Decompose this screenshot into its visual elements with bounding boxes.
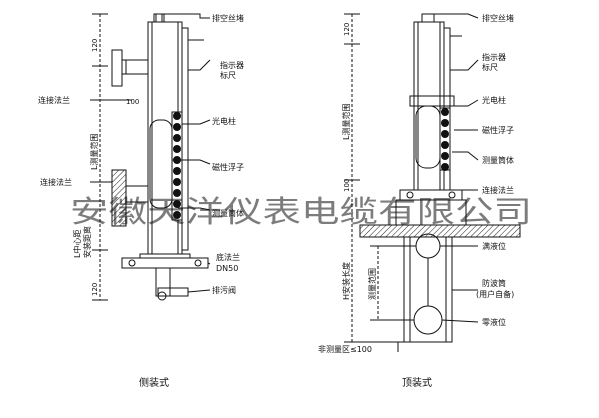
- top-indicator-label: 指示器: [482, 52, 506, 62]
- side-drain-label: 排污阀: [212, 285, 236, 295]
- guard-tube-label: 防波筒: [482, 278, 506, 288]
- side-dim-small: 100: [126, 98, 139, 106]
- side-tube-label: 测量筒体: [212, 208, 244, 218]
- side-dim-center: L中心距: [72, 230, 82, 258]
- watermark-text: 安徽天洋仪表电缆有限公司: [70, 195, 532, 230]
- blind-zone-label: 非测量区≤100: [318, 344, 372, 354]
- top-photoelectric-column: [439, 107, 451, 171]
- photoelectric-beads: [173, 112, 181, 219]
- top-dim-range2: 测量范围: [367, 268, 377, 300]
- top-mount-drawing: [344, 13, 521, 352]
- top-conn-flange-label: 连接法兰: [482, 185, 514, 195]
- side-mount-drawing: [90, 13, 211, 301]
- side-dim-range: L测量范围: [89, 134, 99, 170]
- side-photo-column-label: 光电柱: [212, 116, 236, 126]
- side-mount-caption: 侧装式: [139, 376, 169, 389]
- side-dim-bottom: 120: [91, 283, 99, 296]
- top-mount-caption: 顶装式: [402, 376, 432, 389]
- side-dn50-label: DN50: [216, 264, 238, 273]
- side-conn-flange-mid-label: 连接法兰: [40, 177, 72, 187]
- top-vent-plug: [421, 13, 435, 23]
- top-dim-top: 120: [343, 23, 351, 36]
- side-indicator-label: 指示器: [220, 60, 244, 70]
- low-level-float: [413, 305, 443, 335]
- high-level-label: 满液位: [482, 241, 506, 251]
- top-magnetic-float: [415, 105, 441, 169]
- side-vent-label: 排空丝堵: [212, 13, 244, 23]
- top-dim-range: L测量范围: [341, 104, 351, 140]
- side-conn-flange-top-label: 连接法兰: [38, 95, 70, 105]
- side-dim-top: 120: [91, 39, 99, 52]
- top-photo-column-label: 光电柱: [482, 95, 506, 105]
- side-bottom-flange-label: 底法兰: [216, 252, 240, 262]
- top-tube-label: 测量筒体: [482, 155, 514, 165]
- side-float-label: 磁性浮子: [212, 162, 244, 172]
- top-scale-label: 标尺: [482, 62, 498, 72]
- top-photoelectric-beads: [441, 108, 449, 171]
- side-dim-install: 安装距离: [82, 226, 92, 258]
- top-float-label: 磁性浮子: [482, 125, 514, 135]
- top-dim-insert-length: H安装长度: [341, 262, 351, 300]
- top-dim-small: 100: [343, 179, 351, 192]
- high-level-float: [415, 233, 441, 259]
- side-scale-label: 标尺: [220, 70, 236, 80]
- top-vent-label: 排空丝堵: [482, 13, 514, 23]
- guard-tube-note: (用户自备): [476, 289, 514, 299]
- zero-level-label: 零液位: [482, 317, 506, 327]
